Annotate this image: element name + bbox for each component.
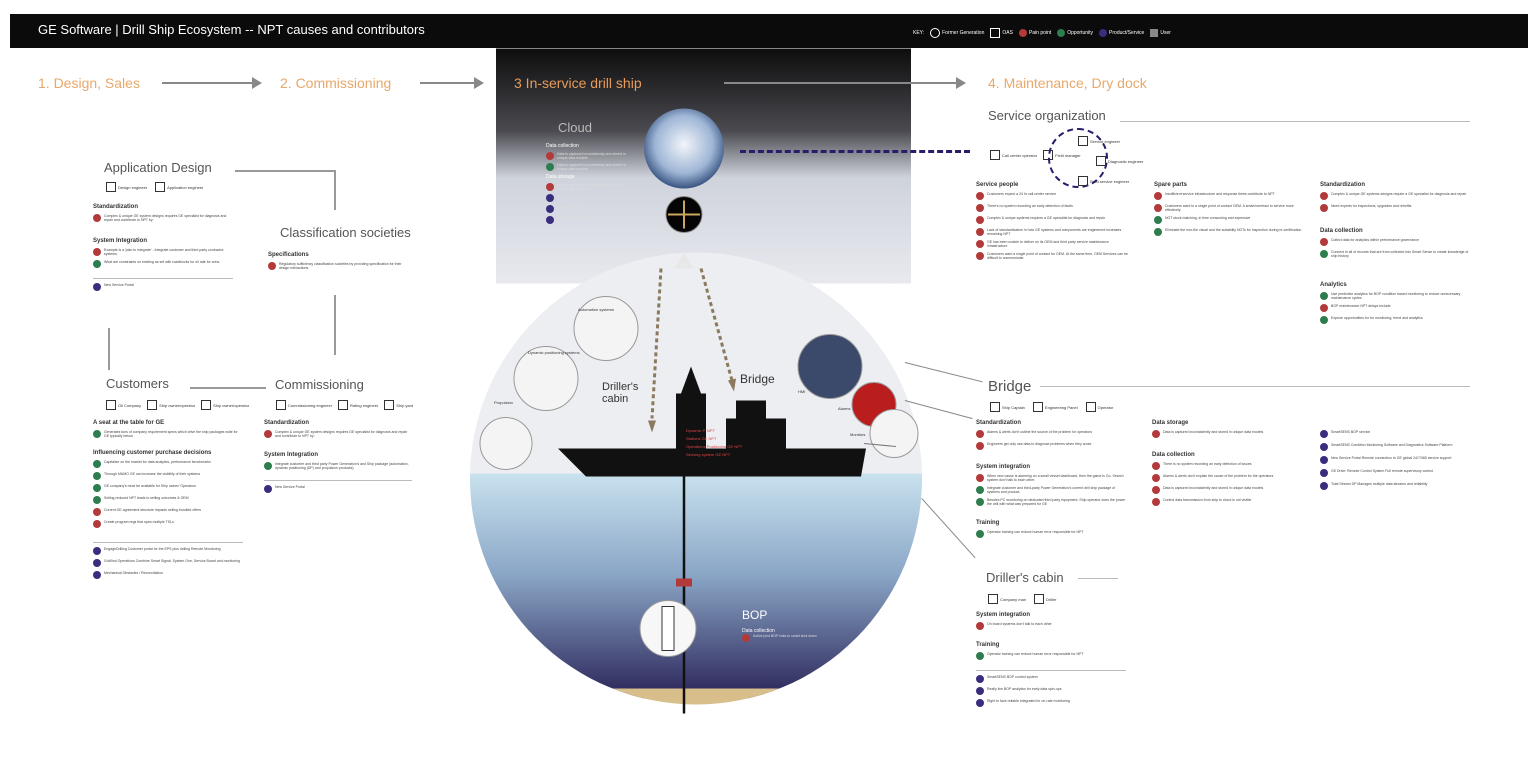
pain-icon xyxy=(1018,29,1027,37)
user-icon xyxy=(276,400,286,410)
sea-background xyxy=(470,473,922,699)
connector xyxy=(235,170,335,172)
header-bar xyxy=(10,14,1528,48)
monitors-label: Monitors xyxy=(850,432,866,437)
user-icon xyxy=(155,182,166,192)
hmi-zoom xyxy=(797,334,863,399)
monitors-zoom xyxy=(869,409,919,458)
service-cycle xyxy=(1048,128,1108,188)
key-item-pain: Pain point xyxy=(1018,29,1051,37)
spare-parts-notes: Spare parts Insufficient service infrast… xyxy=(1154,182,1304,236)
dynamic-positioning-zoom xyxy=(513,346,579,411)
user-icon xyxy=(990,150,1000,160)
app-design-people: Design engineer Application engineer xyxy=(106,182,203,192)
cloud-label: Cloud xyxy=(558,120,592,135)
bridge-data-notes: Data storage Data is captured inconsiste… xyxy=(1152,420,1302,506)
riser-marker xyxy=(676,578,692,587)
user-icon xyxy=(106,182,116,192)
customers-people: Oil Company Ship owner/operator Ship own… xyxy=(106,400,249,410)
key-item-product: Product/Service xyxy=(1099,29,1144,37)
stage-maintenance: 4. Maintenance, Dry dock xyxy=(988,75,1147,91)
product-icon xyxy=(1099,29,1108,37)
user-icon xyxy=(1150,29,1159,37)
commissioning-people: Commissioning engineer Rating engineer S… xyxy=(276,400,413,410)
drill-ship-diagram xyxy=(470,48,922,714)
dynamic-label: Dynamic positioning systems xyxy=(528,350,580,355)
service-people-notes: Service people Customers expect a 24 hr … xyxy=(976,182,1128,260)
automation-zoom xyxy=(573,296,639,361)
classification-title: Classification societies xyxy=(280,225,411,240)
drillers-notes: System integration On board systems don'… xyxy=(976,612,1126,707)
bridge-label: Bridge xyxy=(740,372,775,386)
hmi-label: HMI xyxy=(798,389,806,394)
user-icon xyxy=(384,400,395,410)
service-org-title: Service organization xyxy=(988,108,1106,123)
service-cycle-nodes: Service engineer Diagnostic engineer Fie… xyxy=(1078,136,1143,186)
key-item-user: User xyxy=(1150,29,1171,37)
customers-title: Customers xyxy=(106,376,169,391)
cloud-details: Data collection Data is captured inconsi… xyxy=(546,143,636,224)
user-icon xyxy=(988,594,998,604)
user-icon xyxy=(338,400,349,410)
connector xyxy=(334,170,336,210)
user-icon xyxy=(1034,594,1045,604)
propulsion-zoom xyxy=(479,417,533,470)
stage-in-service: 3 In-service drill ship xyxy=(514,75,642,91)
user-icon xyxy=(201,400,212,410)
drillers-cabin-label: Driller's cabin xyxy=(602,381,639,405)
square-icon xyxy=(990,28,1001,38)
bridge-notes: Standardization Alarms & alerts don't ou… xyxy=(976,420,1126,538)
classification-notes: Specifications Regulatory sufficiency cl… xyxy=(268,252,402,270)
application-design-title: Application Design xyxy=(104,160,212,175)
user-icon xyxy=(990,402,1000,412)
key-item-former: Former Generation xyxy=(930,28,984,38)
circle-icon xyxy=(930,28,941,38)
commissioning-notes: Standardization Complex & unique GE syst… xyxy=(264,420,412,493)
bop-details: Data collection Active joint BOP links t… xyxy=(742,628,832,642)
app-design-notes: Standardization Complex & unique GE syst… xyxy=(93,204,233,291)
connector xyxy=(190,387,266,389)
connector xyxy=(108,328,110,370)
bop-label: BOP xyxy=(742,608,768,622)
standardization-notes: Standardization Complex & unique GE syst… xyxy=(1320,182,1470,324)
bridge-structure xyxy=(726,418,786,449)
propulsion-label: Propulsion xyxy=(494,400,513,405)
user-icon xyxy=(106,400,116,410)
drillers-people: Company man Driller xyxy=(988,594,1056,604)
legend-key: KEY: Former Generation OAS Pain point Op… xyxy=(913,28,1171,38)
user-icon xyxy=(147,400,158,410)
key-label: KEY: xyxy=(913,30,925,36)
connector xyxy=(334,295,336,355)
stage-commissioning: 2. Commissioning xyxy=(280,75,392,91)
ship-hull xyxy=(558,448,866,477)
stage-arrow xyxy=(724,77,966,89)
user-icon xyxy=(1085,402,1096,412)
automation-label: Automation systems xyxy=(578,307,615,312)
cloud-image xyxy=(644,108,724,189)
customers-notes: A seat at the table for GE Generates ton… xyxy=(93,420,243,579)
seabed xyxy=(470,688,922,705)
bridge-title: Bridge xyxy=(988,378,1032,395)
alarm-label: Alarms xyxy=(838,406,851,411)
stage-arrow xyxy=(162,77,262,89)
derrick xyxy=(676,393,706,449)
commissioning-title: Commissioning xyxy=(275,377,364,392)
stage-arrow xyxy=(420,77,484,89)
bridge-products: SmartSENS BOP service SmartSENS Conditio… xyxy=(1320,430,1470,490)
bridge-people: Ship Captain Engineering Panel Operator xyxy=(990,402,1113,412)
key-item-opportunity: Opportunity xyxy=(1057,29,1093,37)
page-title: GE Software | Drill Ship Ecosystem -- NP… xyxy=(38,22,425,37)
link-bridge xyxy=(699,268,734,381)
drillers-cabin-title: Driller's cabin xyxy=(986,570,1064,585)
cloud-service-link xyxy=(740,150,970,153)
opportunity-icon xyxy=(1057,29,1066,37)
user-icon xyxy=(1032,402,1043,412)
stage-design-sales: 1. Design, Sales xyxy=(38,75,140,91)
key-item-oas: OAS xyxy=(990,28,1013,38)
